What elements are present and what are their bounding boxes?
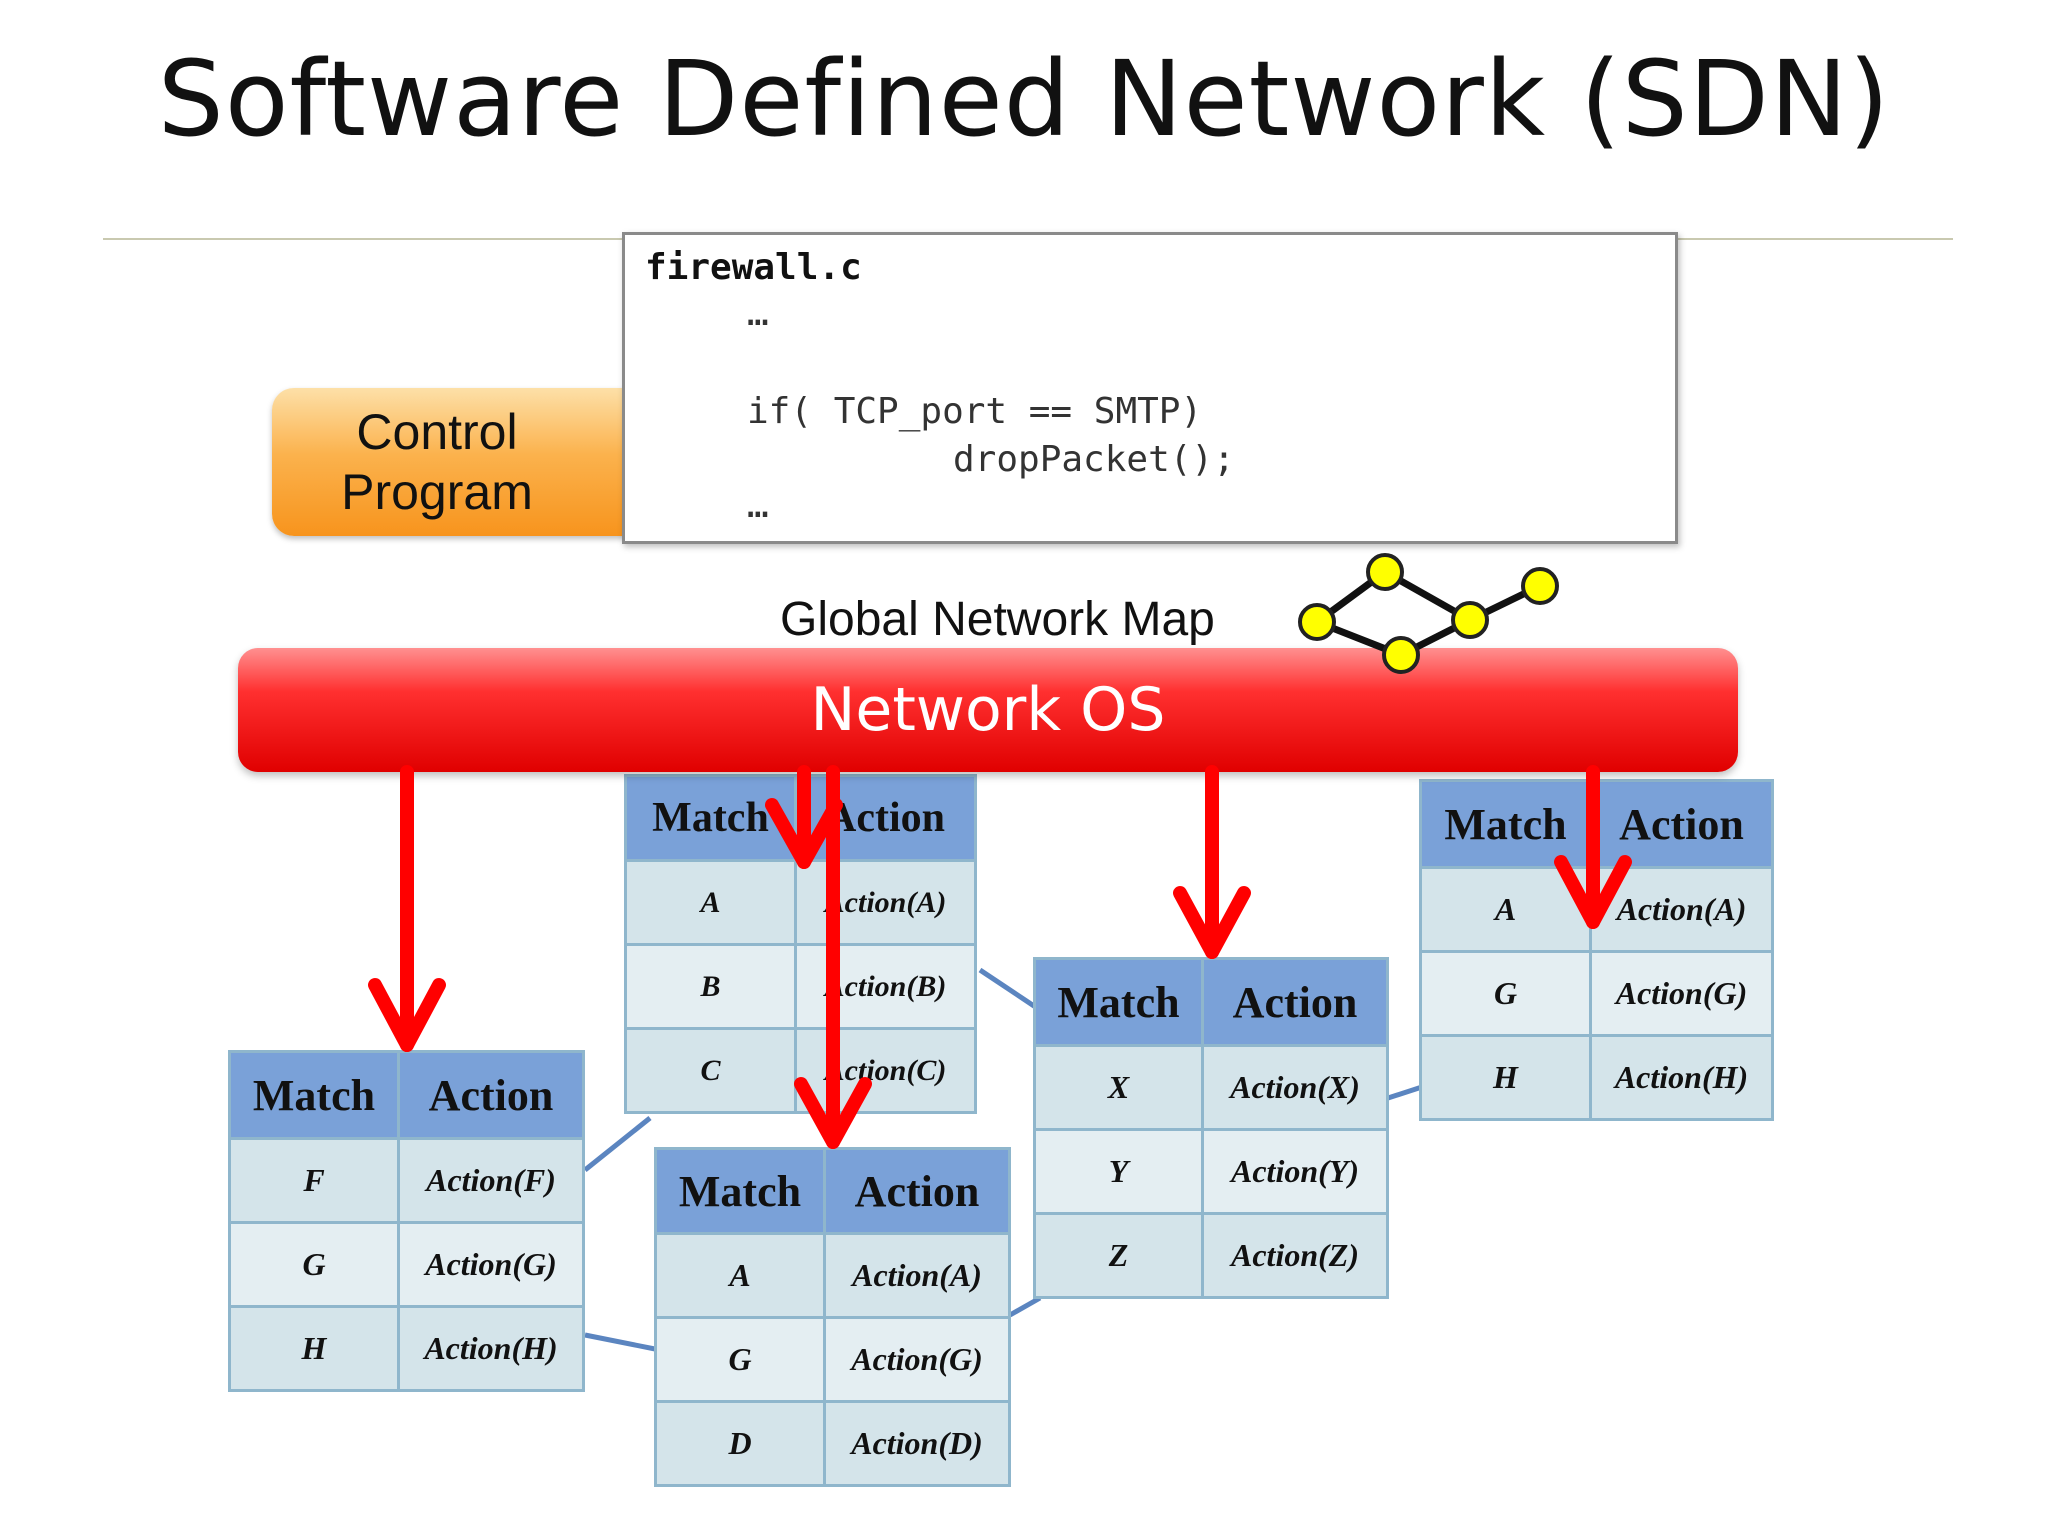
code-panel: firewall.c … if( TCP_port == SMTP) dropP… xyxy=(622,232,1678,544)
action-cell: Action(X) xyxy=(1201,1044,1389,1131)
link-left-center xyxy=(583,1116,652,1172)
code-ellipsis-bottom: … xyxy=(747,485,769,526)
link-middle-right xyxy=(1387,1083,1426,1101)
table-row: G Action(G) xyxy=(654,1316,1011,1403)
table-header-row: Match Action xyxy=(1033,957,1389,1047)
table-row: G Action(G) xyxy=(228,1221,585,1308)
match-header: Match xyxy=(654,1147,826,1235)
action-cell: Action(H) xyxy=(397,1305,585,1392)
flow-table-left: Match Action F Action(F) G Action(G) H A… xyxy=(228,1050,585,1392)
table-row: Z Action(Z) xyxy=(1033,1212,1389,1299)
match-cell: H xyxy=(228,1305,400,1392)
match-cell: F xyxy=(228,1137,400,1224)
match-header: Match xyxy=(228,1050,400,1140)
network-os-bar: Network OS xyxy=(238,648,1738,772)
match-cell: C xyxy=(624,1027,797,1114)
match-cell: A xyxy=(624,859,797,946)
match-cell: G xyxy=(654,1316,826,1403)
action-cell: Action(A) xyxy=(794,859,977,946)
action-cell: Action(D) xyxy=(823,1400,1011,1487)
table-row: X Action(X) xyxy=(1033,1044,1389,1131)
control-program-line1: Control xyxy=(356,404,518,460)
match-header: Match xyxy=(624,774,797,862)
flow-table-top-center: Match Action A Action(A) B Action(B) C A… xyxy=(624,774,977,1114)
code-statement: dropPacket(); xyxy=(953,439,1235,480)
table-row: B Action(B) xyxy=(624,943,977,1030)
action-header: Action xyxy=(1201,957,1389,1047)
action-cell: Action(G) xyxy=(1589,950,1774,1037)
control-program-box: Control Program xyxy=(272,388,672,536)
table-row: G Action(G) xyxy=(1419,950,1774,1037)
slide-title: Software Defined Network (SDN) xyxy=(157,38,1891,160)
table-row: A Action(A) xyxy=(624,859,977,946)
code-condition: if( TCP_port == SMTP) xyxy=(747,391,1203,432)
table-row: A Action(A) xyxy=(1419,866,1774,953)
action-cell: Action(A) xyxy=(1589,866,1774,953)
match-cell: A xyxy=(654,1232,826,1319)
flow-table-right: Match Action A Action(A) G Action(G) H A… xyxy=(1419,779,1774,1121)
code-filename: firewall.c xyxy=(645,247,862,288)
table-row: H Action(H) xyxy=(1419,1034,1774,1121)
table-header-row: Match Action xyxy=(624,774,977,862)
global-network-map-label: Global Network Map xyxy=(780,593,1215,646)
action-header: Action xyxy=(823,1147,1011,1235)
table-header-row: Match Action xyxy=(228,1050,585,1140)
table-row: C Action(C) xyxy=(624,1027,977,1114)
action-cell: Action(H) xyxy=(1589,1034,1774,1121)
match-cell: H xyxy=(1419,1034,1592,1121)
match-cell: Y xyxy=(1033,1128,1204,1215)
control-program-line2: Program xyxy=(341,464,533,520)
table-header-row: Match Action xyxy=(1419,779,1774,869)
match-cell: D xyxy=(654,1400,826,1487)
match-header: Match xyxy=(1033,957,1204,1047)
table-row: A Action(A) xyxy=(654,1232,1011,1319)
table-row: H Action(H) xyxy=(228,1305,585,1392)
link-center-middle xyxy=(978,967,1042,1013)
match-cell: G xyxy=(1419,950,1592,1037)
action-cell: Action(C) xyxy=(794,1027,977,1114)
match-cell: G xyxy=(228,1221,400,1308)
action-header: Action xyxy=(397,1050,585,1140)
action-cell: Action(Y) xyxy=(1201,1128,1389,1215)
flow-table-middle: Match Action X Action(X) Y Action(Y) Z A… xyxy=(1033,957,1389,1299)
link-bottom-middle xyxy=(1008,1295,1042,1318)
flow-table-bottom-center: Match Action A Action(A) G Action(G) D A… xyxy=(654,1147,1011,1487)
match-cell: B xyxy=(624,943,797,1030)
match-cell: A xyxy=(1419,866,1592,953)
action-cell: Action(F) xyxy=(397,1137,585,1224)
table-row: F Action(F) xyxy=(228,1137,585,1224)
match-header: Match xyxy=(1419,779,1592,869)
match-cell: Z xyxy=(1033,1212,1204,1299)
action-header: Action xyxy=(794,774,977,862)
link-left-bottom xyxy=(584,1332,661,1353)
action-cell: Action(A) xyxy=(823,1232,1011,1319)
action-cell: Action(Z) xyxy=(1201,1212,1389,1299)
action-cell: Action(B) xyxy=(794,943,977,1030)
action-cell: Action(G) xyxy=(823,1316,1011,1403)
network-os-label: Network OS xyxy=(810,675,1166,745)
table-header-row: Match Action xyxy=(654,1147,1011,1235)
table-row: Y Action(Y) xyxy=(1033,1128,1389,1215)
match-cell: X xyxy=(1033,1044,1204,1131)
code-ellipsis-top: … xyxy=(747,293,769,334)
table-row: D Action(D) xyxy=(654,1400,1011,1487)
action-header: Action xyxy=(1589,779,1774,869)
action-cell: Action(G) xyxy=(397,1221,585,1308)
